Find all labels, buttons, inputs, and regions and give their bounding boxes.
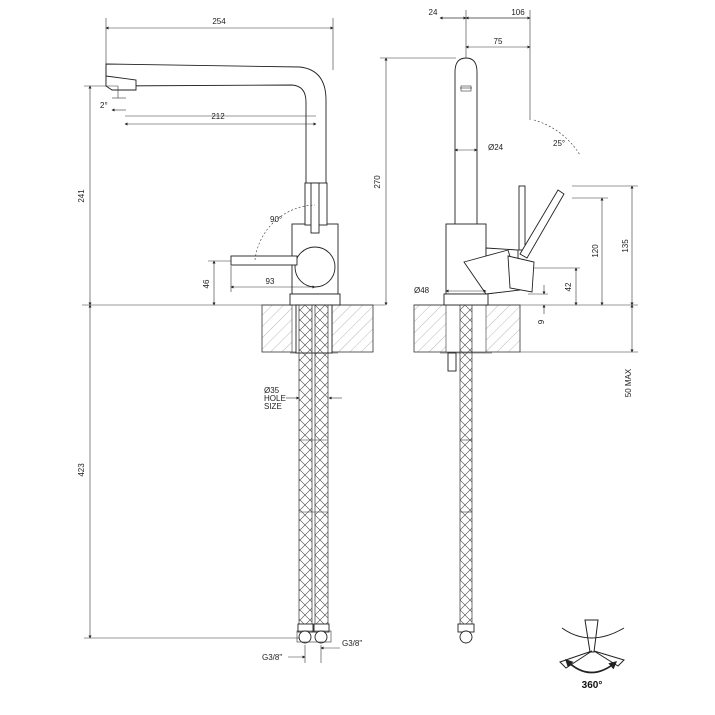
hole-size-line-2: HOLE	[264, 394, 286, 403]
lever-up-left	[310, 182, 320, 234]
right-view: 24 106 75 270 Ø24 25° 135 120 Ø48 42 9	[373, 8, 638, 644]
hose-fittings-left	[296, 623, 332, 644]
dim-lever-low: 42	[564, 282, 573, 291]
dim-lever-reach: 93	[266, 277, 275, 286]
dim-spout-diameter: Ø24	[488, 143, 504, 152]
hose-left-b	[314, 352, 329, 626]
hose-fitting-right	[457, 623, 475, 644]
dim-lever-tilt: 25°	[553, 139, 565, 148]
dim-lever-depth: 75	[494, 37, 503, 46]
lever-knob-right	[507, 255, 535, 293]
rotation-label: 360°	[582, 680, 603, 691]
stud-right	[447, 352, 457, 372]
dim-body-offset: 24	[429, 8, 438, 17]
dim-overall-width: 254	[212, 17, 226, 26]
dim-total-depth: 106	[511, 8, 525, 17]
dim-deck-max: 50 MAX	[624, 368, 633, 397]
dim-spout-angle: 2°	[100, 101, 108, 110]
rotation-icon: 360°	[559, 619, 625, 691]
hole-size-label: Ø35 HOLE SIZE	[264, 386, 286, 411]
aerator-left	[105, 64, 137, 91]
dim-lever-top: 135	[621, 239, 630, 253]
dim-hose-length: 423	[77, 463, 86, 477]
dim-spout-reach: 212	[211, 112, 225, 121]
spout-right	[454, 57, 478, 226]
hose-left-a	[298, 352, 313, 626]
lever-tilted-right	[519, 189, 565, 259]
base-right	[443, 293, 489, 306]
dim-lever-angle: 90°	[270, 215, 282, 224]
dim-deck-gap: 9	[537, 319, 546, 324]
lever-left	[230, 255, 298, 266]
dim-base-diameter: Ø48	[414, 286, 430, 295]
thread-left: G3/8"	[262, 653, 282, 662]
spout-left	[105, 63, 327, 189]
dim-overall-height: 270	[373, 175, 382, 189]
lever-arc-left	[254, 204, 316, 261]
base-left	[289, 293, 341, 306]
cartridge-left	[294, 246, 336, 288]
hole-size-line-3: SIZE	[264, 402, 282, 411]
dim-lever-height: 46	[202, 279, 211, 288]
left-view: 254 212 2° 241 90° 46 93 Ø35 HOLE SIZE	[77, 17, 385, 663]
dim-height-above-deck: 241	[77, 189, 86, 203]
lever-upright-right	[518, 185, 526, 251]
hole-size-line-1: Ø35	[264, 386, 280, 395]
thread-right: G3/8"	[342, 639, 362, 648]
dim-lever-mid: 120	[591, 244, 600, 258]
